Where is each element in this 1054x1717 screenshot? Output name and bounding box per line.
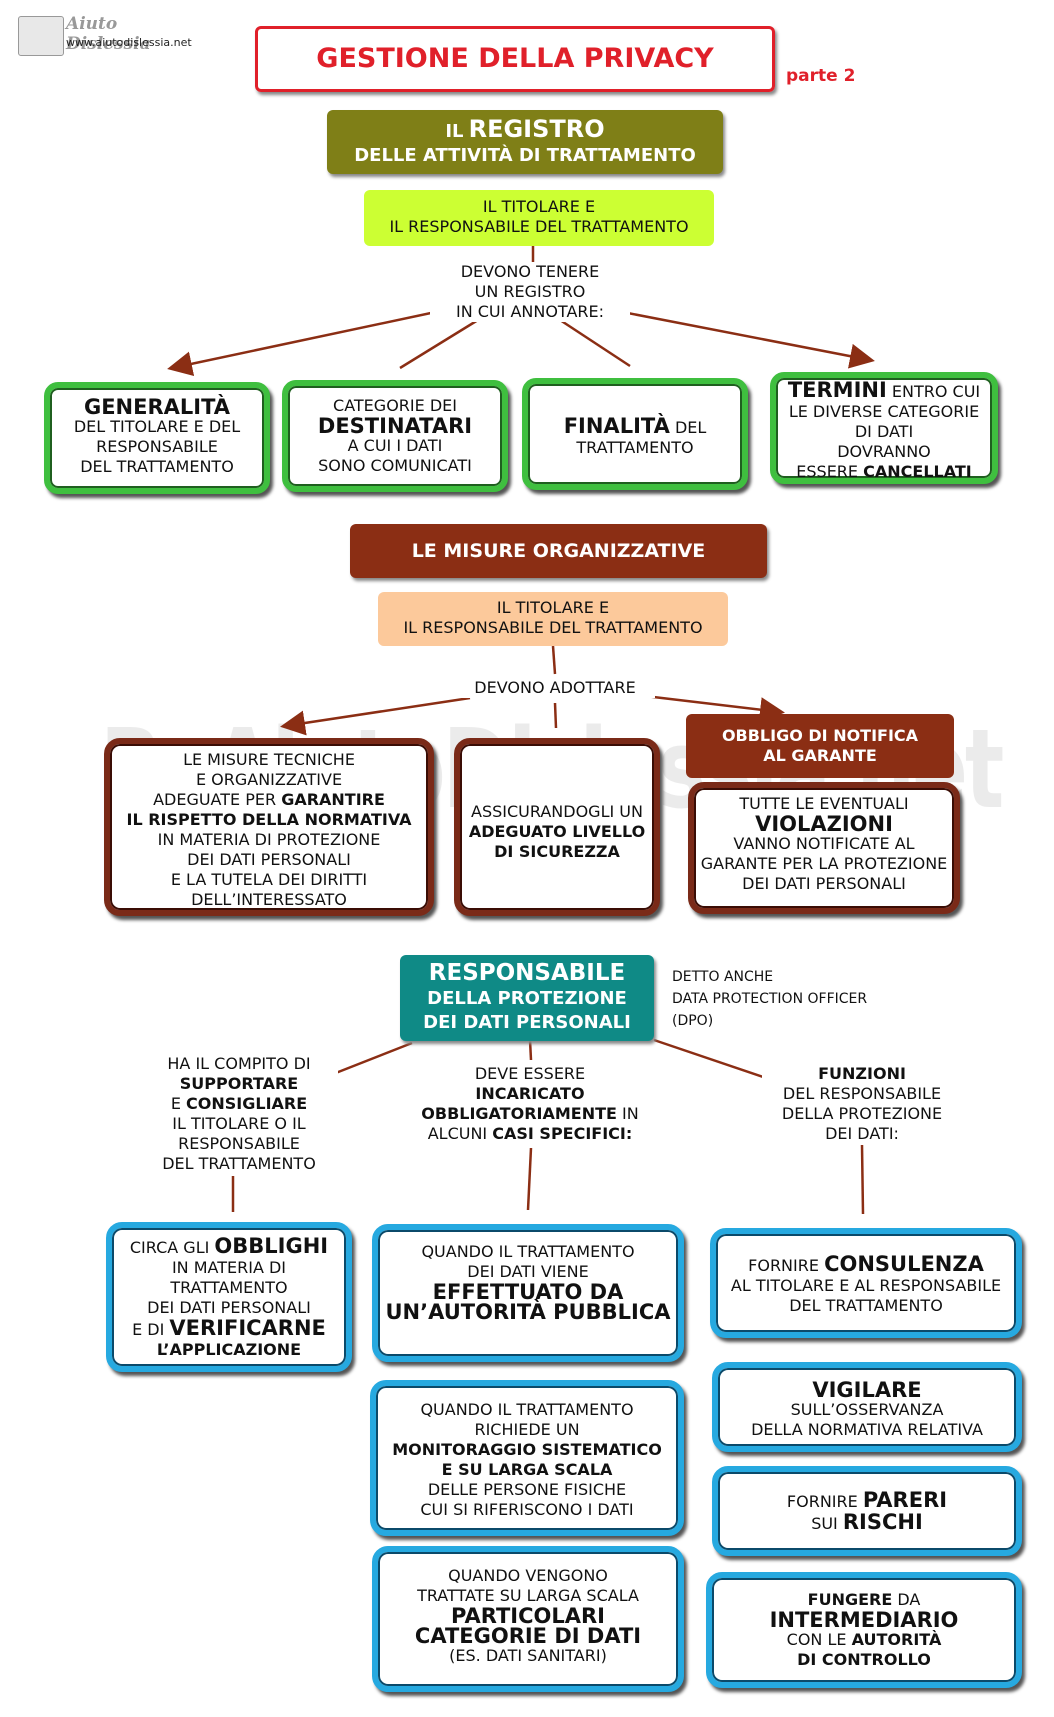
rpd-case-categorie: QUANDO VENGONO TRATTATE SU LARGA SCALA P…: [372, 1546, 684, 1692]
rpd-case-autorita: QUANDO IL TRATTAMENTO DEI DATI VIENE EFF…: [372, 1224, 684, 1362]
rpd-func-consulenza: FORNIRE CONSULENZA AL TITOLARE E AL RESP…: [710, 1228, 1022, 1338]
rpd-connector-left: HA IL COMPITO DI SUPPORTARE E CONSIGLIAR…: [140, 1054, 338, 1174]
misure-box-tecniche: LE MISURE TECNICHE E ORGANIZZATIVE ADEGU…: [104, 738, 434, 916]
rpd-func-vigilare: VIGILARE SULL’OSSERVANZA DELLA NORMATIVA…: [712, 1362, 1022, 1452]
logo-name: Aiuto Dislessia: [66, 14, 151, 54]
logo: Aiuto Dislessia www.aiutodislessia.net: [18, 14, 198, 56]
misure-subject: IL TITOLARE E IL RESPONSABILE DEL TRATTA…: [378, 592, 728, 646]
registro-subject: IL TITOLARE E IL RESPONSABILE DEL TRATTA…: [364, 190, 714, 246]
registro-connector: DEVONO TENERE UN REGISTRO IN CUI ANNOTAR…: [430, 262, 630, 322]
registro-box-termini: TERMINI ENTRO CUI LE DIVERSE CATEGORIE D…: [770, 372, 998, 484]
rpd-func-pareri: FORNIRE PARERI SUI RISCHI: [712, 1466, 1022, 1556]
notifica-header: OBBLIGO DI NOTIFICA AL GARANTE: [686, 714, 954, 778]
registro-header: IL REGISTRO DELLE ATTIVITÀ DI TRATTAMENT…: [327, 110, 723, 174]
part-label: parte 2: [786, 66, 856, 86]
rpd-header: RESPONSABILE DELLA PROTEZIONE DEI DATI P…: [400, 955, 654, 1041]
registro-box-finalita: FINALITÀ DEL TRATTAMENTO: [522, 378, 748, 490]
misure-box-sicurezza: ASSICURANDOGLI UN ADEGUATO LIVELLO DI SI…: [454, 738, 660, 916]
dpo-note: DETTO ANCHE DATA PROTECTION OFFICER (DPO…: [672, 969, 868, 1029]
rpd-func-intermediario: FUNGERE DA INTERMEDIARIO CON LE AUTORITÀ…: [706, 1572, 1022, 1688]
rpd-box-obblighi: CIRCA GLI OBBLIGHI IN MATERIA DI TRATTAM…: [106, 1222, 352, 1372]
rpd-connector-mid: DEVE ESSERE INCARICATO OBBLIGATORIAMENTE…: [405, 1064, 655, 1144]
rpd-case-monitoraggio: QUANDO IL TRATTAMENTO RICHIEDE UN MONITO…: [370, 1380, 684, 1536]
misure-connector: DEVONO ADOTTARE: [455, 678, 655, 698]
rpd-connector-right: FUNZIONI DEL RESPONSABILE DELLA PROTEZIO…: [762, 1064, 962, 1144]
misure-box-violazioni: TUTTE LE EVENTUALI VIOLAZIONI VANNO NOTI…: [688, 782, 960, 914]
registro-box-generalita: GENERALITÀ DEL TITOLARE E DEL RESPONSABI…: [44, 382, 270, 494]
logo-url: www.aiutodislessia.net: [66, 36, 192, 49]
book-icon: [18, 16, 64, 56]
misure-header: LE MISURE ORGANIZZATIVE: [350, 524, 767, 578]
registro-box-destinatari: CATEGORIE DEI DESTINATARI A CUI I DATI S…: [282, 380, 508, 492]
page-title: GESTIONE DELLA PRIVACY: [255, 26, 775, 92]
